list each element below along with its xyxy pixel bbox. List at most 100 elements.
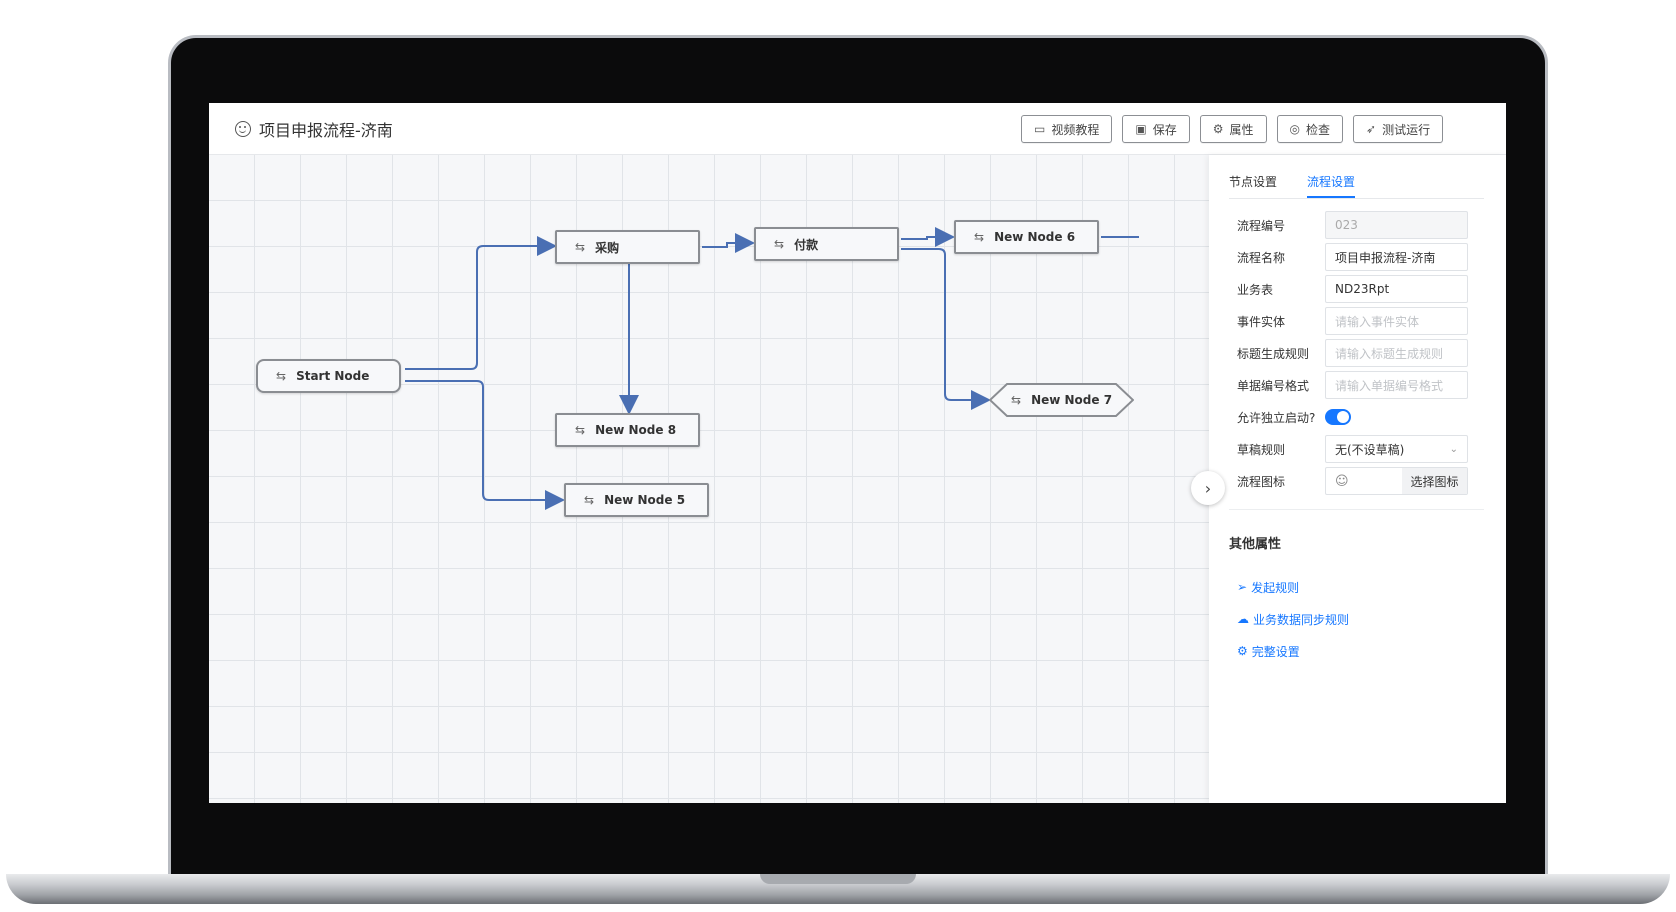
- save-button[interactable]: ▣ 保存: [1122, 115, 1190, 143]
- edge-start-purchase: [405, 236, 557, 370]
- edge-payment-node6: [901, 227, 955, 247]
- number-format-field[interactable]: 请输入单据编号格式: [1325, 371, 1468, 399]
- field-label: 草稿规则: [1237, 442, 1286, 457]
- node-label: Start Node: [296, 369, 370, 383]
- start-rule-link[interactable]: ➢ 发起规则: [1237, 571, 1349, 603]
- link-label: 业务数据同步规则: [1253, 612, 1350, 627]
- chevron-down-icon: ⌄: [1449, 443, 1458, 455]
- app-screen: 项目申报流程-济南 ▭ 视频教程 ▣ 保存 ⚙ 属性 ◎ 检查 ➶ 测试运行: [209, 103, 1506, 803]
- field-label: 流程名称: [1237, 250, 1286, 265]
- flow-edges: [405, 227, 1139, 510]
- form-row-icon: 流程图标 ☺ 选择图标: [1237, 465, 1477, 497]
- flow-node-7[interactable]: ⇆ New Node 7: [988, 383, 1135, 417]
- app-title: 项目申报流程-济南: [235, 117, 393, 141]
- link-label: 发起规则: [1251, 580, 1300, 595]
- event-entity-field[interactable]: 请输入事件实体: [1325, 307, 1468, 335]
- gear-icon: ⚙: [1212, 122, 1224, 136]
- tab-flow-settings[interactable]: 流程设置: [1307, 173, 1356, 198]
- form-row-code: 流程编号 023: [1237, 209, 1477, 241]
- panel-tabs: 节点设置 流程设置: [1229, 173, 1484, 199]
- node-icon: ⇆: [774, 237, 785, 251]
- form-row-title-rule: 标题生成规则 请输入标题生成规则: [1237, 337, 1477, 369]
- app-title-text: 项目申报流程-济南: [259, 121, 393, 140]
- top-bar: 项目申报流程-济南 ▭ 视频教程 ▣ 保存 ⚙ 属性 ◎ 检查 ➶ 测试运行: [209, 103, 1506, 155]
- field-label: 允许独立启动?: [1237, 410, 1316, 425]
- test-run-label: 测试运行: [1382, 122, 1431, 137]
- toolbar: ▭ 视频教程 ▣ 保存 ⚙ 属性 ◎ 检查 ➶ 测试运行: [1021, 115, 1444, 143]
- full-settings-link[interactable]: ⚙ 完整设置: [1237, 635, 1349, 667]
- title-rule-field[interactable]: 请输入标题生成规则: [1325, 339, 1468, 367]
- standalone-toggle[interactable]: [1325, 409, 1351, 425]
- node-label: 采购: [595, 240, 620, 255]
- node-icon: ⇆: [575, 423, 586, 437]
- node-icon: ⇆: [1011, 393, 1022, 407]
- smile-icon: ☺: [1335, 473, 1349, 489]
- check-label: 检查: [1305, 122, 1330, 137]
- video-tutorial-button[interactable]: ▭ 视频教程: [1021, 115, 1113, 143]
- check-button[interactable]: ◎ 检查: [1276, 115, 1343, 143]
- form-row-table: 业务表 ND23Rpt: [1237, 273, 1477, 305]
- tab-node-settings[interactable]: 节点设置: [1229, 175, 1278, 189]
- smile-icon: [235, 121, 251, 137]
- other-properties-title: 其他属性: [1229, 537, 1282, 552]
- flow-node-6[interactable]: ⇆ New Node 6: [954, 220, 1099, 254]
- node-icon: ⇆: [276, 369, 287, 383]
- edge-payment-node7: [901, 248, 991, 410]
- business-table-field[interactable]: ND23Rpt: [1325, 275, 1468, 303]
- form-row-standalone: 允许独立启动?: [1237, 401, 1477, 433]
- test-run-button[interactable]: ➶ 测试运行: [1353, 115, 1444, 143]
- rocket-icon: ➶: [1366, 122, 1377, 136]
- choose-icon-button[interactable]: 选择图标: [1402, 468, 1467, 494]
- flow-node-payment[interactable]: ⇆ 付款: [754, 227, 899, 261]
- cloud-sync-icon: ☁: [1237, 612, 1249, 626]
- field-label: 事件实体: [1237, 314, 1286, 329]
- divider: [1229, 509, 1484, 510]
- field-label: 标题生成规则: [1237, 346, 1310, 361]
- edge-start-node5: [405, 380, 565, 510]
- data-sync-rule-link[interactable]: ☁ 业务数据同步规则: [1237, 603, 1349, 635]
- field-label: 流程编号: [1237, 218, 1286, 233]
- flow-settings-form: 流程编号 023 流程名称 项目申报流程-济南 业务表 ND23Rpt 事件实体…: [1237, 209, 1477, 497]
- form-row-draft: 草稿规则 无(不设草稿) ⌄: [1237, 433, 1477, 465]
- draft-rule-value: 无(不设草稿): [1335, 442, 1405, 457]
- video-icon: ▭: [1034, 122, 1046, 136]
- gear-icon: ⚙: [1237, 644, 1248, 658]
- edge-purchase-payment: [702, 233, 755, 253]
- draft-rule-select[interactable]: 无(不设草稿) ⌄: [1325, 435, 1468, 463]
- settings-panel: 节点设置 流程设置 流程编号 023 流程名称 项目申报流程-济南 业务表 ND…: [1209, 155, 1506, 803]
- node-icon: ⇆: [974, 230, 985, 244]
- flow-node-purchase[interactable]: ⇆ 采购: [555, 230, 700, 264]
- flow-canvas[interactable]: ⇆ Start Node ⇆ 采购 ⇆ 付款 ⇆ New Node 6 ⇆ Ne…: [209, 155, 1209, 803]
- form-row-number-format: 单据编号格式 请输入单据编号格式: [1237, 369, 1477, 401]
- flow-node-8[interactable]: ⇆ New Node 8: [555, 413, 700, 447]
- other-properties-links: ➢ 发起规则 ☁ 业务数据同步规则 ⚙ 完整设置: [1237, 571, 1349, 667]
- flow-node-5[interactable]: ⇆ New Node 5: [564, 483, 709, 517]
- properties-label: 属性: [1229, 122, 1254, 137]
- save-icon: ▣: [1135, 122, 1147, 136]
- node-label: New Node 6: [994, 230, 1076, 244]
- save-label: 保存: [1152, 122, 1177, 137]
- properties-button[interactable]: ⚙ 属性: [1199, 115, 1267, 143]
- link-label: 完整设置: [1251, 644, 1300, 659]
- node-label: New Node 8: [595, 423, 677, 437]
- flow-icon-picker: ☺ 选择图标: [1325, 467, 1468, 495]
- gateway-shape: [988, 383, 1135, 417]
- flow-node-start[interactable]: ⇆ Start Node: [256, 359, 401, 393]
- node-label: New Node 7: [1031, 393, 1113, 407]
- flow-code-field: 023: [1325, 211, 1468, 239]
- node-icon: ⇆: [584, 493, 595, 507]
- send-icon: ➢: [1237, 580, 1248, 594]
- field-label: 业务表: [1237, 282, 1274, 297]
- collapse-panel-button[interactable]: ›: [1191, 471, 1225, 505]
- form-row-name: 流程名称 项目申报流程-济南: [1237, 241, 1477, 273]
- node-label: 付款: [794, 237, 819, 252]
- video-tutorial-label: 视频教程: [1051, 122, 1100, 137]
- check-circle-icon: ◎: [1289, 122, 1300, 136]
- field-label: 单据编号格式: [1237, 378, 1310, 393]
- node-icon: ⇆: [575, 240, 586, 254]
- form-row-entity: 事件实体 请输入事件实体: [1237, 305, 1477, 337]
- flow-name-field[interactable]: 项目申报流程-济南: [1325, 243, 1468, 271]
- field-label: 流程图标: [1237, 474, 1286, 489]
- node-label: New Node 5: [604, 493, 686, 507]
- laptop-notch: [760, 874, 916, 884]
